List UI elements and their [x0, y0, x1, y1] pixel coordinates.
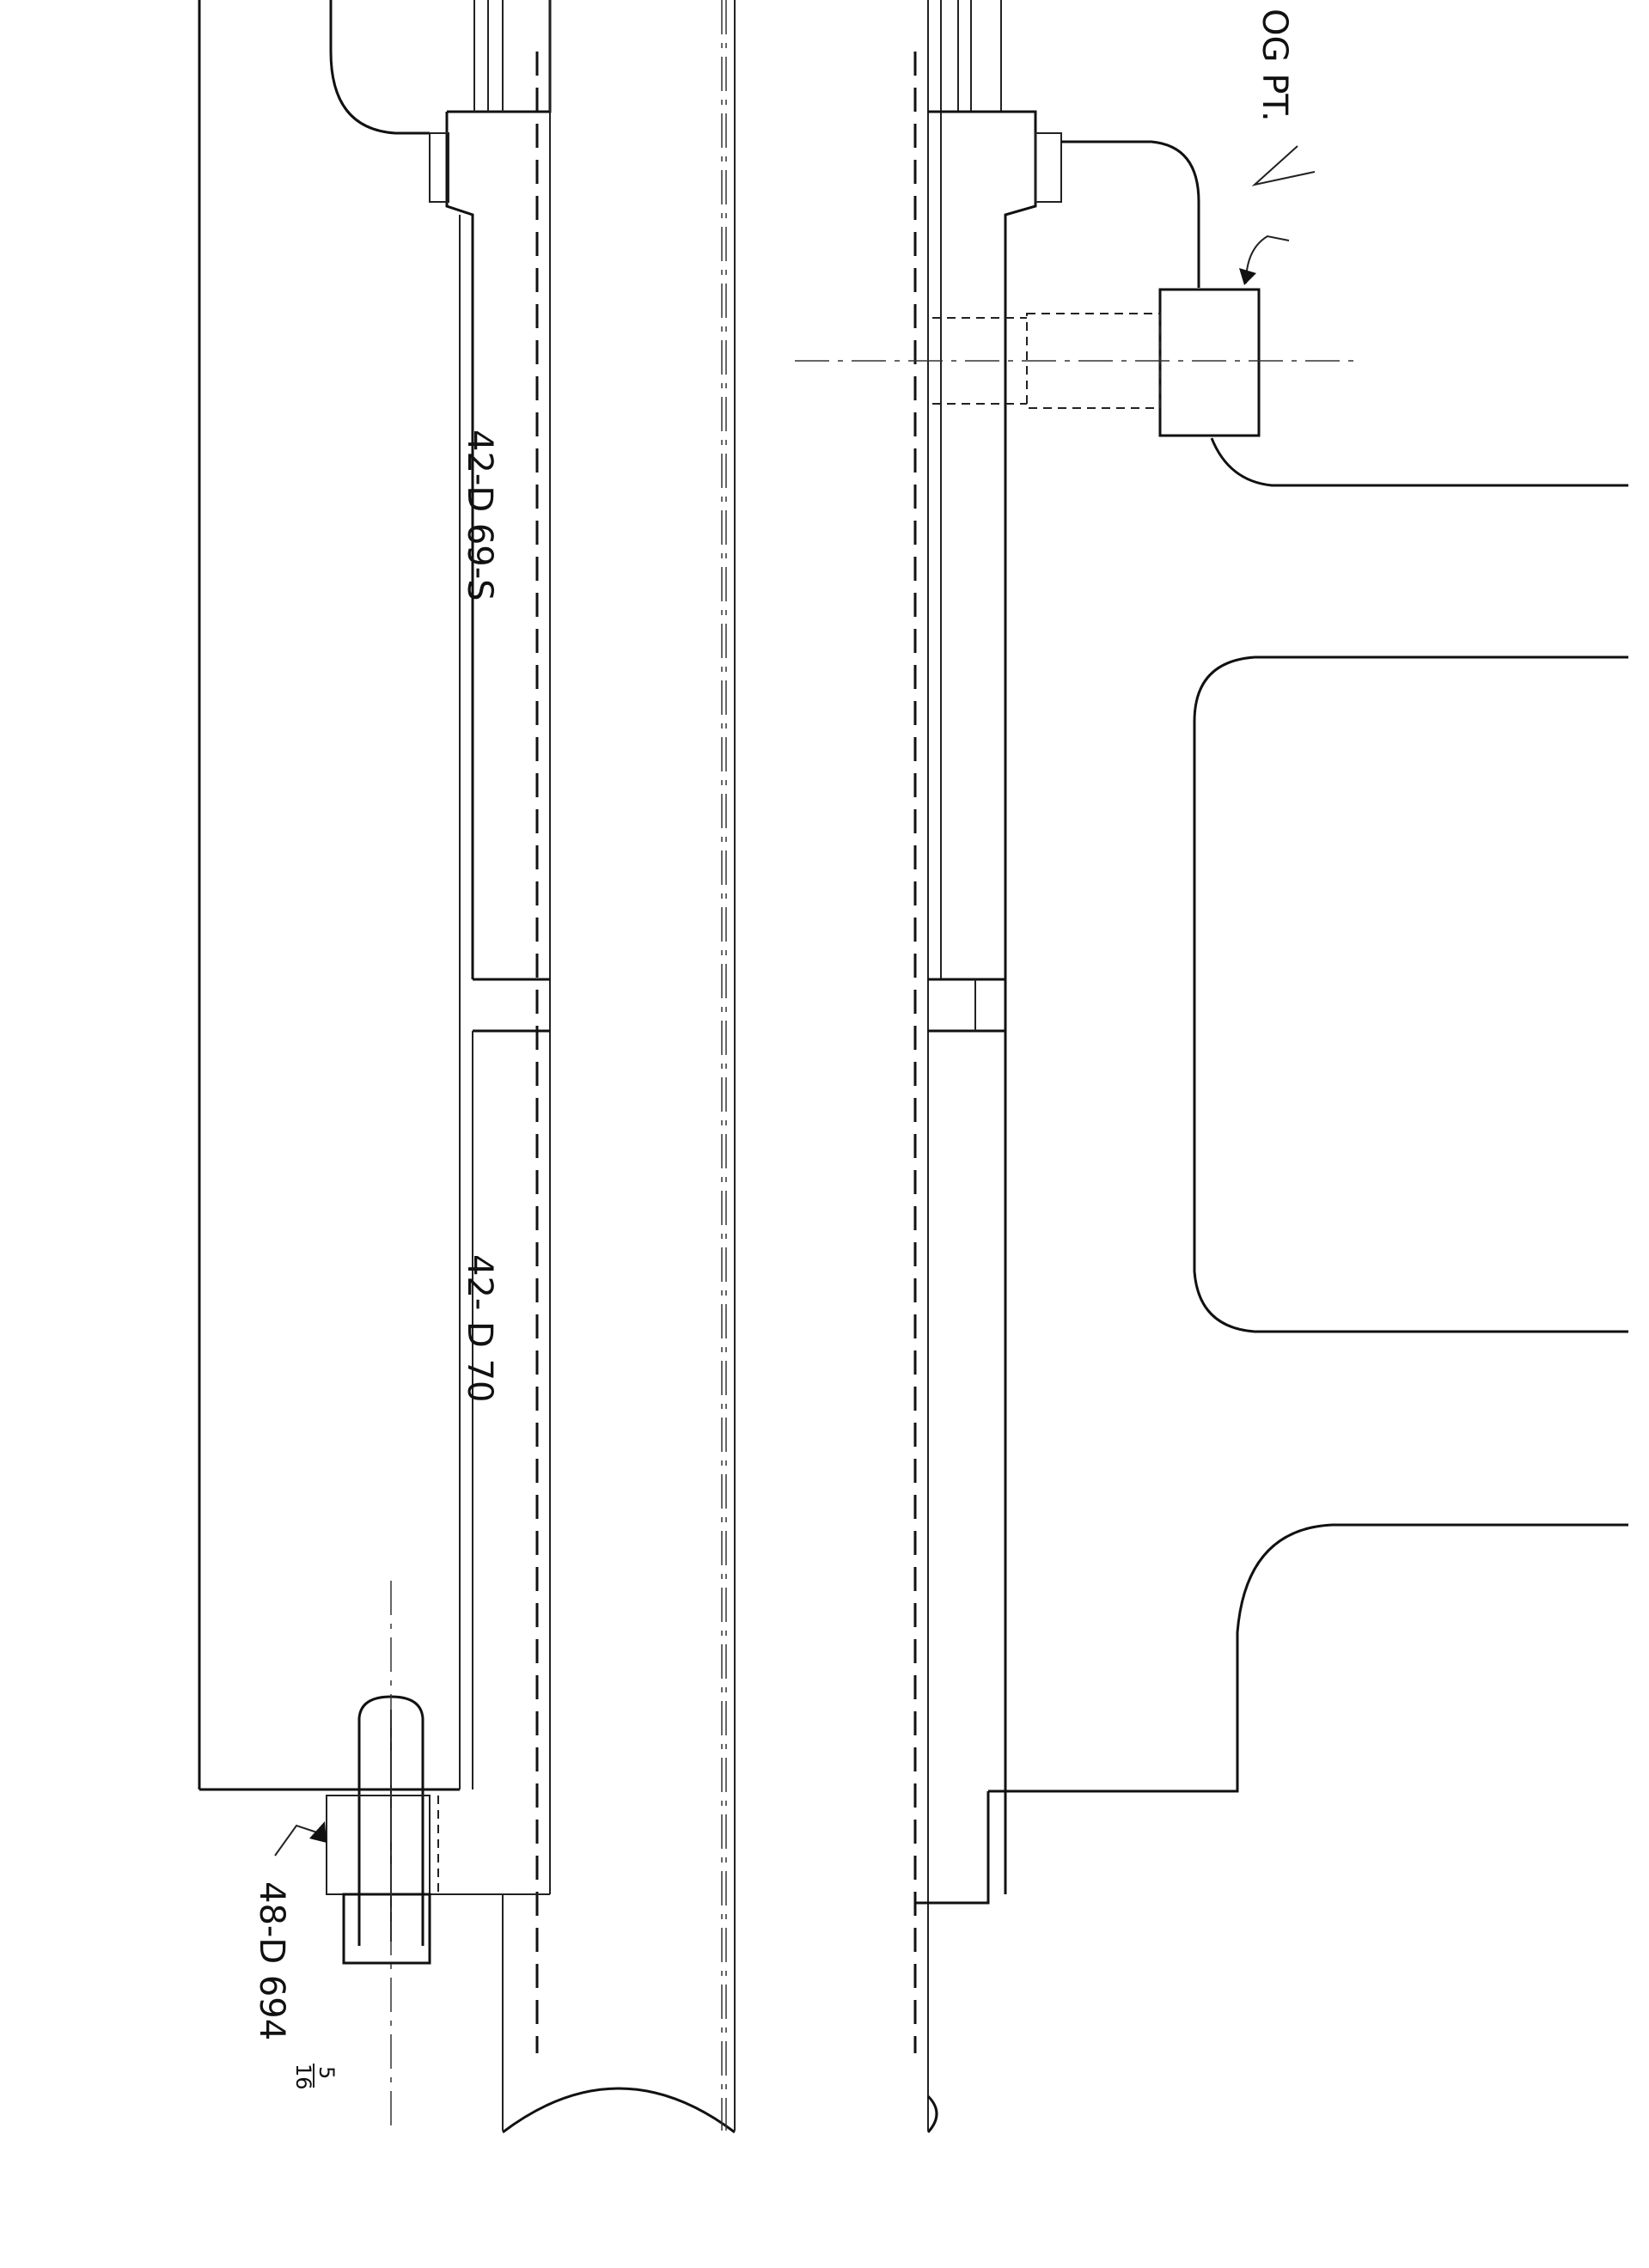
left-pin-leader-arrowhead	[309, 1821, 327, 1843]
label-part-upper: 42-D 69-S	[460, 430, 499, 601]
left-pin	[274, 1581, 439, 2126]
right-lower-step	[915, 1791, 990, 1905]
right-body-window	[1193, 655, 1628, 1333]
left-pipe-break-arc	[502, 2087, 736, 2134]
left-top-fillet	[329, 0, 430, 135]
left-pin-shank	[326, 1795, 431, 1895]
right-note-zigzag	[1251, 145, 1316, 186]
right-top-collar	[928, 110, 1037, 1894]
left-pin-leader	[274, 1824, 323, 1856]
right-body-upper-curve	[1210, 437, 1628, 487]
right-top-nub	[1035, 132, 1062, 203]
left-pin-thread	[342, 1893, 431, 1965]
label-pin-fraction-num: 5	[315, 2066, 339, 2079]
right-body-lower-curve	[988, 1523, 1628, 1793]
right-dog-point-box	[1158, 288, 1261, 437]
right-bent-pipe	[1061, 140, 1200, 288]
left-top-nub	[429, 132, 449, 203]
left-assembly	[198, 0, 736, 2134]
label-pin-fraction-den: 16	[291, 2064, 315, 2090]
label-pin-part: 48-D 694	[252, 1881, 291, 2040]
label-corner-note: OG PT.	[1255, 9, 1294, 122]
right-assembly	[795, 0, 1628, 2134]
label-part-lower: 42- D 70	[460, 1254, 499, 1402]
right-dog-point-arrowhead	[1239, 268, 1256, 285]
right-pipe-break-arc	[926, 2094, 938, 2134]
